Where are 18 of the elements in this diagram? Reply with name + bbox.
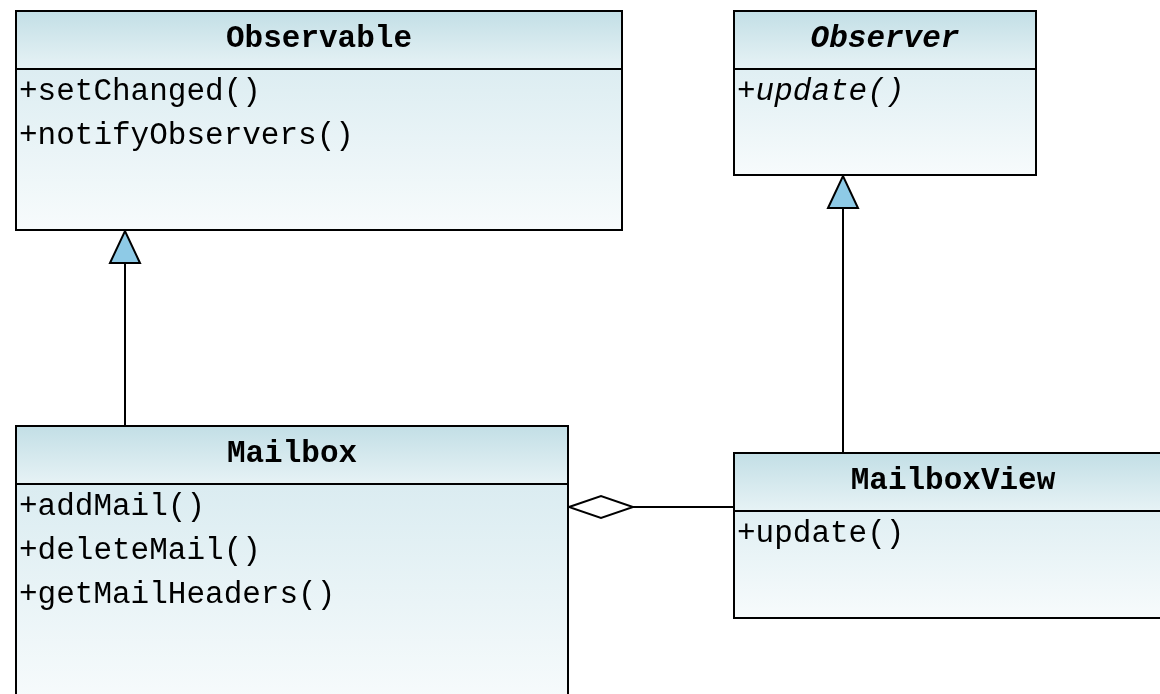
inheritance-arrow: [827, 175, 859, 453]
class-name: Observable: [17, 12, 621, 70]
class-box: [733, 452, 1160, 619]
class-name: Mailbox: [17, 427, 567, 485]
class-box: [15, 425, 569, 694]
inheritance-arrow: [109, 230, 141, 426]
aggregation-line: [568, 495, 734, 519]
class-name: MailboxView: [735, 454, 1160, 512]
class-name: Observer: [735, 12, 1035, 70]
method-text: +addMail(): [18, 488, 207, 526]
method-text: +setChanged(): [18, 73, 262, 111]
method-text: +notifyObservers(): [18, 117, 355, 155]
method-text: +update(): [736, 515, 906, 553]
class-box: [733, 10, 1037, 176]
class-box: [15, 10, 623, 231]
method-text: +deleteMail(): [18, 532, 262, 570]
method-text: +getMailHeaders(): [18, 576, 337, 614]
method-text: +update(): [736, 73, 906, 111]
